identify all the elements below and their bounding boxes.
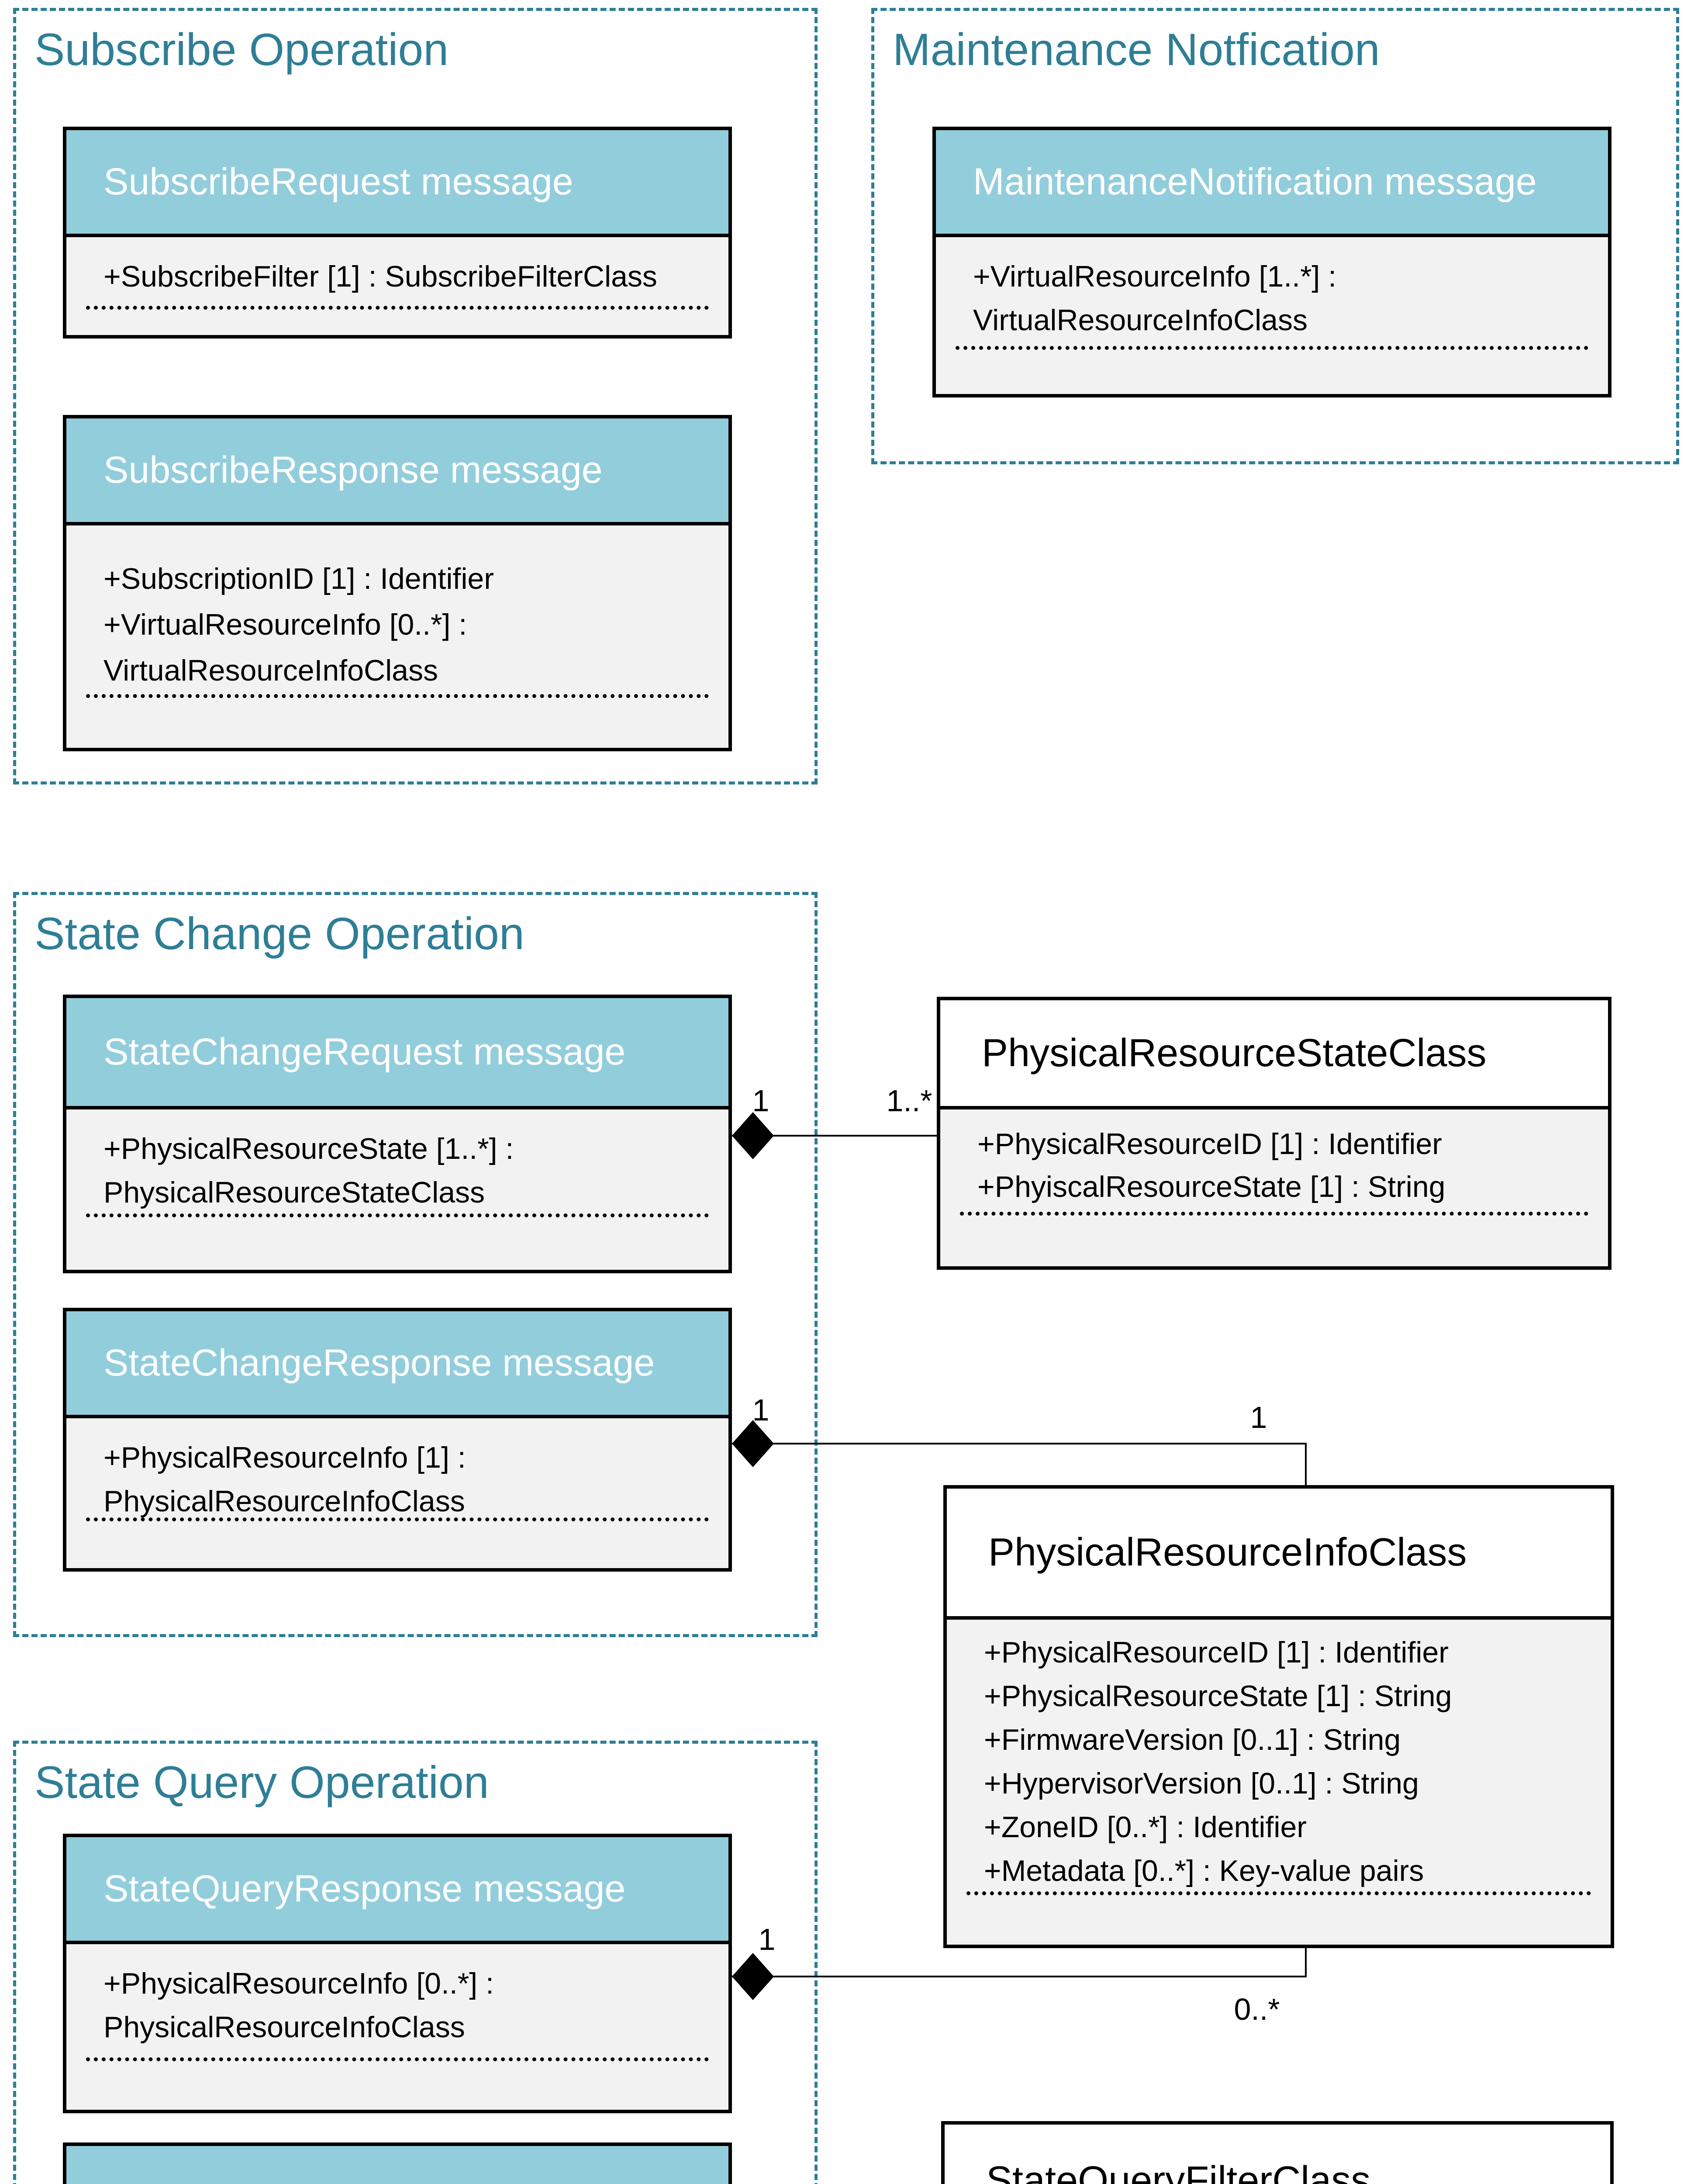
attribute-line: +PhysicalResourceInfo [1] : xyxy=(104,1441,466,1474)
class-title: StateQueryRequest message xyxy=(104,2176,596,2184)
multiplicity-label: 1..* xyxy=(886,1084,932,1118)
class-box-state-change-request: StateChangeRequest message +PhysicalReso… xyxy=(63,995,732,1273)
class-header: PhysicalResourceInfoClass xyxy=(947,1489,1611,1620)
class-header: StateQueryRequest message xyxy=(66,2146,728,2184)
group-title: State Change Operation xyxy=(35,909,525,959)
attribute-line: PhysicalResourceStateClass xyxy=(104,1176,485,1209)
class-attributes: +PhysicalResourceID [1] : Identifier +Ph… xyxy=(947,1620,1611,1893)
class-header: StateQueryResponse message xyxy=(66,1837,728,1944)
attribute-line: +PhysicalResourceState [1] : String xyxy=(984,1679,1452,1713)
class-title: StateChangeResponse message xyxy=(104,1342,655,1384)
attribute-line: +PhysicalResourceID [1] : Identifier xyxy=(977,1127,1442,1161)
class-attributes: +SubscribeFilter [1] : SubscribeFilterCl… xyxy=(66,237,728,298)
attribute-line: +VirtualResourceInfo [1..*] : xyxy=(973,260,1337,293)
attribute-line: +SubscriptionID [1] : Identifier xyxy=(104,562,494,595)
group-title: Subscribe Operation xyxy=(35,24,449,75)
class-attributes: +PhysicalResourceInfo [0..*] : PhysicalR… xyxy=(66,1944,728,2049)
multiplicity-label: 1 xyxy=(1250,1400,1267,1434)
composition-connector xyxy=(732,1948,1307,1977)
group-title: State Query Operation xyxy=(35,1757,489,1808)
class-header: StateQueryFilterClass xyxy=(945,2125,1610,2184)
class-title: SubscribeResponse message xyxy=(104,449,603,491)
attribute-separator xyxy=(86,694,709,698)
attribute-line: +SubscribeFilter [1] : SubscribeFilterCl… xyxy=(104,260,657,293)
class-attributes: +PhysicalResourceInfo [1] : PhysicalReso… xyxy=(66,1418,728,1523)
attribute-separator xyxy=(966,1891,1591,1895)
attribute-line: PhysicalResourceInfoClass xyxy=(104,2011,465,2044)
attribute-separator xyxy=(956,346,1588,350)
composition-connector xyxy=(732,1443,1307,1485)
attribute-separator xyxy=(86,306,709,310)
class-title: PhysicalResourceStateClass xyxy=(982,1031,1487,1075)
attribute-line: +ZoneID [0..*] : Identifier xyxy=(984,1811,1307,1844)
class-box-maintenance-notification: MaintenanceNotification message +Virtual… xyxy=(932,127,1612,397)
attribute-separator xyxy=(86,2057,709,2061)
attribute-separator xyxy=(960,1212,1588,1216)
group-title: Maintenance Notfication xyxy=(893,24,1380,75)
class-attributes: +VirtualResourceInfo [1..*] : VirtualRes… xyxy=(936,237,1608,342)
class-attributes: +PhysicalResourceState [1..*] : Physical… xyxy=(66,1109,728,1214)
class-title: SubscribeRequest message xyxy=(104,161,573,203)
class-title: PhysicalResourceInfoClass xyxy=(988,1530,1467,1574)
attribute-line: PhysicalResourceInfoClass xyxy=(104,1485,465,1518)
attribute-line: VirtualResourceInfoClass xyxy=(973,304,1308,337)
class-attributes: +PhysicalResourceID [1] : Identifier +Ph… xyxy=(940,1109,1608,1208)
group-state-change-operation: State Change Operation xyxy=(13,892,818,1637)
multiplicity-label: 1 xyxy=(752,1084,770,1118)
multiplicity-label: 1 xyxy=(752,1393,770,1427)
class-box-subscribe-request: SubscribeRequest message +SubscribeFilte… xyxy=(63,127,732,339)
class-header: StateChangeResponse message xyxy=(66,1311,728,1418)
class-box-state-query-filter-class: StateQueryFilterClass +PhysicalResourceI… xyxy=(941,2121,1614,2184)
class-header: SubscribeResponse message xyxy=(66,418,728,525)
class-attributes: +SubscriptionID [1] : Identifier +Virtua… xyxy=(66,525,728,694)
class-title: StateChangeRequest message xyxy=(104,1031,626,1073)
attribute-separator xyxy=(86,1517,709,1521)
class-header: SubscribeRequest message xyxy=(66,130,728,237)
group-subscribe-operation: Subscribe Operation xyxy=(13,8,818,784)
class-header: PhysicalResourceStateClass xyxy=(940,1000,1608,1109)
class-box-state-change-response: StateChangeResponse message +PhysicalRes… xyxy=(63,1308,732,1572)
class-box-physical-resource-state-class: PhysicalResourceStateClass +PhysicalReso… xyxy=(937,997,1612,1270)
multiplicity-label: 1 xyxy=(758,1922,776,1956)
class-box-subscribe-response: SubscribeResponse message +SubscriptionI… xyxy=(63,415,732,751)
attribute-line: +HypervisorVersion [0..1] : String xyxy=(984,1767,1419,1800)
attribute-line: +PhyiscalResourceState [1] : String xyxy=(977,1170,1446,1203)
multiplicity-label: 0..* xyxy=(1234,1992,1280,2026)
attribute-line: +Metadata [0..*] : Key-value pairs xyxy=(984,1854,1424,1887)
class-title: MaintenanceNotification message xyxy=(973,161,1537,203)
class-header: MaintenanceNotification message xyxy=(936,130,1608,237)
attribute-line: +PhysicalResourceInfo [0..*] : xyxy=(104,1967,494,2000)
attribute-separator xyxy=(86,1213,709,1217)
class-header: StateChangeRequest message xyxy=(66,998,728,1109)
class-box-state-query-request: StateQueryRequest message StateQueryFilt… xyxy=(63,2143,732,2184)
attribute-line: +VirtualResourceInfo [0..*] : xyxy=(104,608,467,641)
attribute-line: +FirmwareVersion [0..1] : String xyxy=(984,1723,1401,1756)
attribute-line: +PhysicalResourceID [1] : Identifier xyxy=(984,1636,1449,1669)
attribute-line: +PhysicalResourceState [1..*] : xyxy=(104,1132,514,1165)
class-title: StateQueryResponse message xyxy=(104,1868,626,1910)
class-title: StateQueryFilterClass xyxy=(986,2159,1371,2184)
class-box-physical-resource-info-class: PhysicalResourceInfoClass +PhysicalResou… xyxy=(943,1485,1614,1948)
class-box-state-query-response: StateQueryResponse message +PhysicalReso… xyxy=(63,1834,732,2113)
group-maintenance-notification: Maintenance Notfication xyxy=(871,8,1679,464)
attribute-line: VirtualResourceInfoClass xyxy=(104,654,438,687)
